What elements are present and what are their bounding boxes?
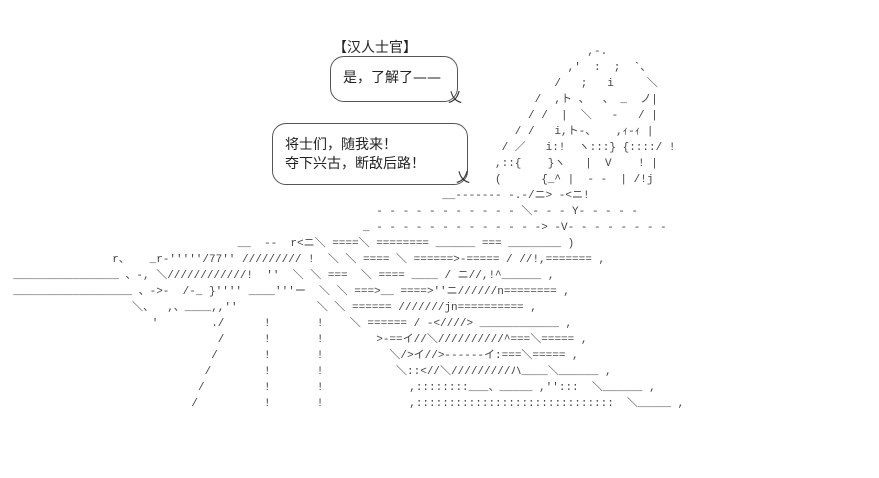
speaker-label: 【汉人士官】 bbox=[333, 40, 417, 56]
ascii-art-line: / ! ! ,::::::::___、_____ ,''::: ＼______ … bbox=[198, 382, 656, 394]
ascii-art-line: __________________ 、->- /-_ }'''' ____''… bbox=[13, 286, 570, 298]
ascii-art-line: ,::{ }ヽ | V ! | bbox=[495, 158, 658, 170]
speech-bubble-top: 是，了解了—— bbox=[330, 56, 458, 102]
ascii-art-line: / ／ i:! ヽ:::} {::::/ ! bbox=[501, 142, 676, 154]
ascii-art-line: ' ./ ! ! ＼ ====== / -<////> ____________… bbox=[151, 318, 573, 330]
ascii-art-line: _ - - - - - - - - - - - - -> -V- - - - -… bbox=[363, 222, 667, 234]
ascii-art-line: __ -- r<ニ＼ ====＼ ======== ______ === ___… bbox=[237, 238, 575, 250]
ascii-art-line: / ; i ＼ bbox=[554, 78, 658, 90]
ascii-art-line: / ! ! >-==イ//＼//////////^===＼===== , bbox=[217, 334, 588, 346]
ascii-art-line: __------- -.-/ニ> -<ニ! bbox=[442, 190, 590, 202]
ascii-art-line: / ,ト 、 、 _ ノ| bbox=[534, 94, 658, 106]
ascii-art-line: ,-. bbox=[587, 46, 608, 58]
bubble-line: 夺下兴古，断敌后路！ bbox=[285, 156, 425, 172]
ascii-art-line: / ! ! ＼/>イ//>------イ:===＼===== , bbox=[211, 350, 579, 362]
ascii-art-line: / / i,ト‐、 ,ｨ-ｨ | bbox=[514, 126, 654, 138]
bubble-tail: 乂 bbox=[448, 90, 462, 106]
ascii-art-line: / ! ! ,:::::::::::::::::::::::::::::: ＼_… bbox=[191, 398, 685, 410]
ascii-art-line: - - - - - - - - - - - ＼- - - Y- - - - - bbox=[376, 206, 639, 218]
ascii-art-line: ( {_^ | - - | /!j bbox=[495, 174, 654, 186]
speech-bubble-bottom: 将士们，随我来！ 夺下兴古，断敌后路！ bbox=[272, 123, 468, 185]
ascii-art-line: r、 _r-'''''/77'' ///////// ! ＼ ＼ ==== ＼ … bbox=[112, 254, 606, 266]
ascii-art-line: ＼、 ,、____,,'' ＼ ＼ ====== ///////jn======… bbox=[132, 302, 537, 314]
bubble-tail: 乂 bbox=[456, 170, 470, 186]
ascii-art-line: ,' : ; `、 bbox=[567, 62, 652, 74]
bubble-line: 是，了解了—— bbox=[343, 70, 441, 86]
bubble-line: 将士们，随我来！ bbox=[285, 137, 397, 153]
ascii-art-line: ________________ 、-, ＼////////////! '' ＼… bbox=[13, 270, 555, 282]
ascii-art-line: / / | ＼ ‐ / | bbox=[528, 110, 658, 122]
ascii-art-line: / ! ! ＼::<//＼/////////ハ____＼______ , bbox=[204, 366, 612, 378]
